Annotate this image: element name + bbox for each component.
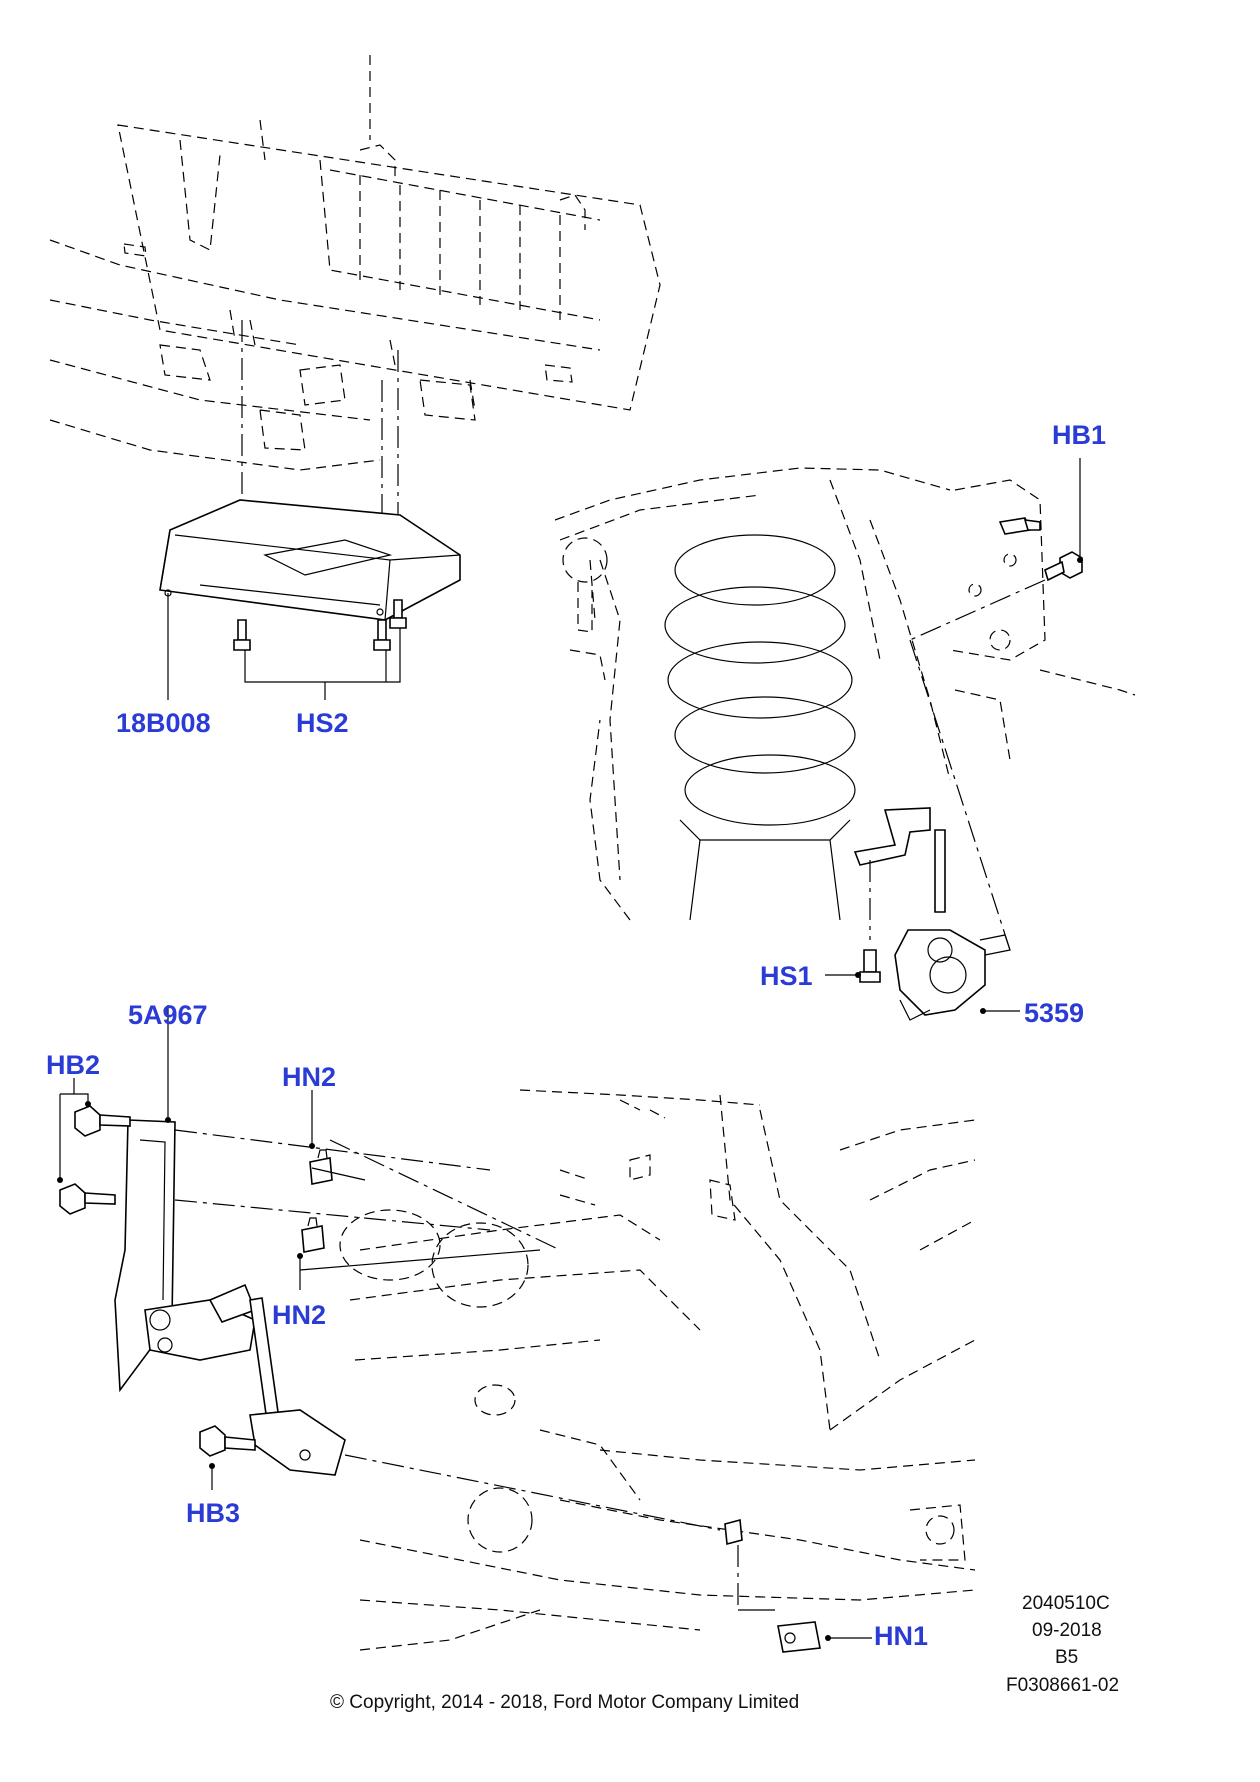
illustration-variant: B5 — [1055, 1647, 1079, 1668]
nut-hn1 — [724, 1518, 872, 1653]
bolts-hb2 — [57, 1078, 131, 1215]
figure-reference: F0308661-02 — [1006, 1675, 1120, 1696]
crossmember-assembly — [49, 55, 661, 471]
ride-height-sensor-5a967 — [114, 1005, 721, 1531]
module-18b008 — [159, 499, 461, 621]
callout-hn2-top: HN2 — [282, 1062, 337, 1092]
illustration-code: 2040510C — [1022, 1593, 1110, 1614]
callout-hn2-bottom: HN2 — [272, 1300, 327, 1330]
illustration-date: 09-2018 — [1032, 1620, 1102, 1641]
callout-hb2: HB2 — [46, 1050, 101, 1080]
callout-5a967: 5A967 — [128, 1000, 208, 1030]
bolt-hb3 — [199, 1425, 256, 1490]
callout-hb1: HB1 — [1052, 420, 1107, 450]
callout-hs1: HS1 — [760, 961, 813, 991]
callout-hn1: HN1 — [874, 1621, 929, 1651]
copyright-notice: © Copyright, 2014 - 2018, Ford Motor Com… — [330, 1692, 800, 1713]
callout-hs2: HS2 — [296, 708, 349, 738]
screws-hs2 — [167, 593, 407, 700]
nuts-hn2 — [297, 1090, 561, 1290]
front-suspension-assembly — [554, 458, 1136, 951]
frame-assembly — [339, 1089, 976, 1651]
callout-hb3: HB3 — [186, 1498, 241, 1528]
ride-height-sensor-5359 — [825, 807, 1020, 1021]
callout-5359: 5359 — [1024, 998, 1085, 1028]
callout-18b008: 18B008 — [116, 708, 211, 738]
